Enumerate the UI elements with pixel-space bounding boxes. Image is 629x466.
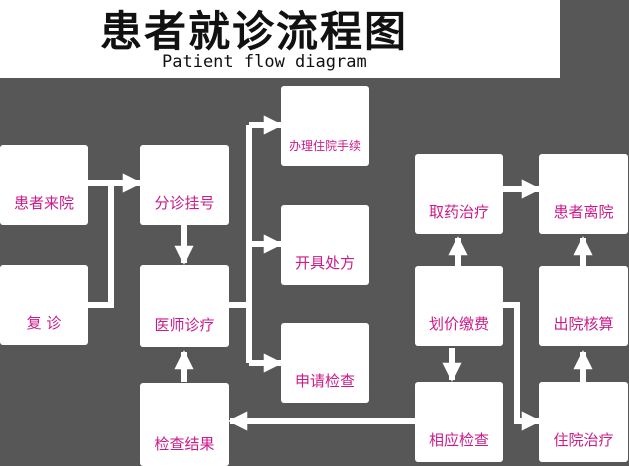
node-pricing-payment: 划价缴费 [415, 266, 503, 346]
node-triage-registration: 分诊挂号 [140, 145, 229, 225]
diagram-title: 患者就诊流程图 [100, 7, 409, 56]
connector-payment-to-inpatient [503, 302, 541, 431]
node-doctor-consultation: 医师诊疗 [140, 265, 229, 347]
node-patient-arrival: 患者来院 [0, 145, 88, 225]
diagram-subtitle: Patient flow diagram [162, 52, 367, 72]
node-admission-procedures: 办理住院手续 [281, 86, 369, 166]
node-test-results: 检查结果 [140, 383, 229, 466]
node-relevant-exam: 相应检查 [415, 382, 503, 462]
node-pickup-medicine: 取药治疗 [415, 154, 503, 234]
node-discharge-settlement: 出院核算 [539, 266, 628, 346]
node-inpatient-treatment: 住院治疗 [539, 382, 628, 462]
title-block: 患者就诊流程图 Patient flow diagram [0, 0, 560, 78]
node-exam-request: 申请检查 [281, 323, 369, 403]
connector-followup-to-triage [88, 183, 114, 308]
node-prescription: 开具处方 [281, 205, 369, 285]
node-patient-departure: 患者离院 [539, 154, 628, 234]
node-follow-up: 复 诊 [0, 265, 88, 345]
